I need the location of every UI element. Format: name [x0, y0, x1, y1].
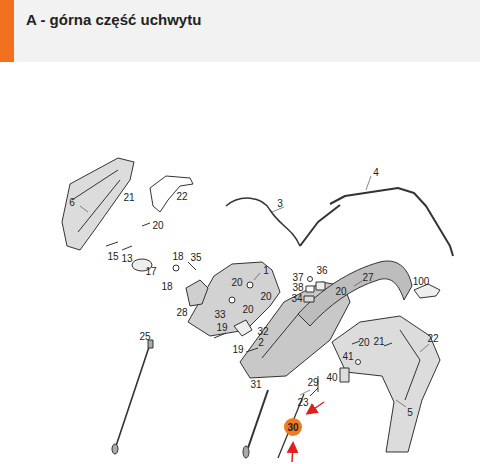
callout-number: 25 — [139, 331, 150, 342]
callout-number: 35 — [190, 252, 201, 263]
callout-number: 17 — [145, 266, 156, 277]
callout-number: 15 — [107, 251, 118, 262]
callout-number: 19 — [232, 344, 243, 355]
callout-number: 21 — [123, 192, 134, 203]
callout-number: 20 — [260, 291, 271, 302]
callout-number: 20 — [231, 277, 242, 288]
callout-number: 19 — [216, 322, 227, 333]
highlight-callout: 30 — [284, 418, 302, 436]
callout-number: 2 — [258, 337, 264, 348]
callout-number: 18 — [161, 281, 172, 292]
callout-number: 4 — [373, 167, 379, 178]
callout-number: 32 — [257, 326, 268, 337]
page-title: A - górna część uchwytu — [26, 11, 201, 28]
callout-number: 33 — [214, 309, 225, 320]
callout-number: 100 — [413, 276, 430, 287]
callout-number: 20 — [358, 337, 369, 348]
callout-number: 20 — [242, 304, 253, 315]
callout-number: 30 — [287, 422, 298, 433]
callout-number: 34 — [291, 293, 302, 304]
callout-number: 29 — [307, 377, 318, 388]
callout-number: 3 — [277, 198, 283, 209]
callout-number: 6 — [69, 197, 75, 208]
callout-number: 28 — [176, 307, 187, 318]
callout-number: 21 — [373, 336, 384, 347]
callout-number: 41 — [342, 351, 353, 362]
callout-number: 20 — [335, 286, 346, 297]
callout-number: 38 — [292, 282, 303, 293]
callout-number: 5 — [407, 407, 413, 418]
callout-number: 22 — [176, 191, 187, 202]
callout-number: 23 — [297, 397, 308, 408]
callout-number: 22 — [427, 333, 438, 344]
callout-number: 27 — [362, 272, 373, 283]
callout-number: 36 — [316, 265, 327, 276]
callout-number: 13 — [121, 253, 132, 264]
callout-number: 37 — [292, 272, 303, 283]
callout-number: 40 — [326, 372, 337, 383]
callout-number: 20 — [152, 220, 163, 231]
callout-number: 18 — [172, 251, 183, 262]
callout-number: 1 — [263, 265, 269, 276]
callout-number: 31 — [250, 379, 261, 390]
